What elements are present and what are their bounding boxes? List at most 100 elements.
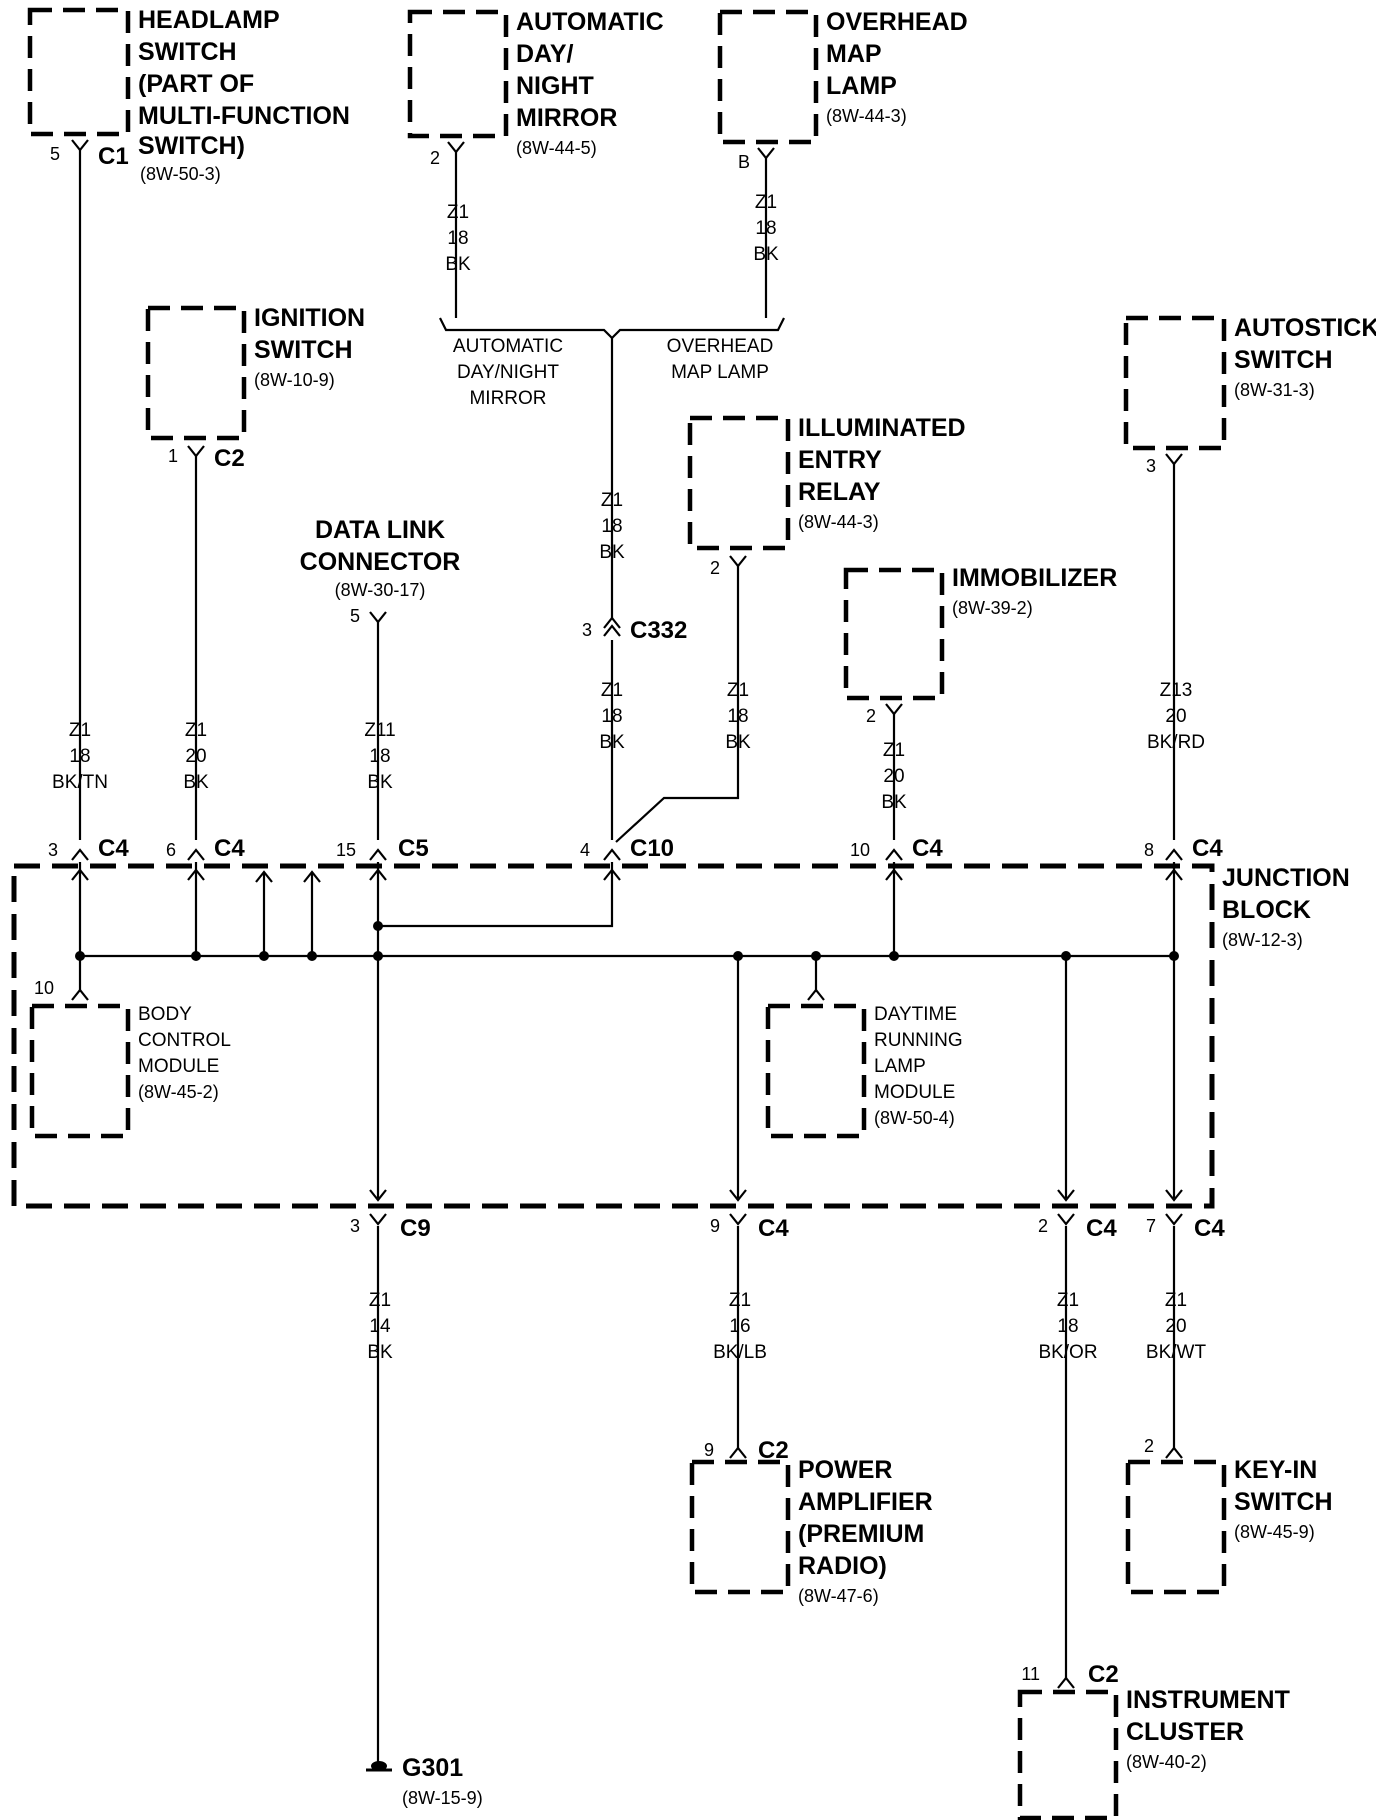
svg-text:3: 3 [582,620,592,640]
svg-text:2: 2 [710,558,720,578]
svg-text:10: 10 [850,840,870,860]
daytime-running-lamp-module-label: DAYTIME RUNNING LAMP MODULE (8W-50-4) [874,1004,963,1128]
svg-text:8: 8 [1144,840,1154,860]
svg-text:MAP LAMP: MAP LAMP [671,362,769,383]
svg-text:C4: C4 [1192,835,1223,862]
svg-text:16: 16 [729,1316,750,1337]
svg-text:(8W-30-17): (8W-30-17) [335,580,426,600]
svg-text:AUTOSTICK: AUTOSTICK [1234,314,1376,342]
svg-text:C5: C5 [398,835,429,862]
svg-text:BK/RD: BK/RD [1147,732,1205,753]
svg-text:SWITCH): SWITCH) [138,132,245,160]
auto-day-night-mirror-label: AUTOMATIC DAY/ NIGHT MIRROR (8W-44-5) [516,8,664,158]
headlamp-switch-box [27,7,131,137]
svg-text:(8W-45-9): (8W-45-9) [1234,1522,1315,1542]
svg-text:JUNCTION: JUNCTION [1222,864,1350,892]
instrument-cluster-label: INSTRUMENT CLUSTER (8W-40-2) [1126,1686,1290,1772]
svg-text:9: 9 [704,1440,714,1460]
immobilizer-label: IMMOBILIZER (8W-39-2) [952,564,1117,618]
wire-label-mirror: Z1 18 BK [445,202,471,275]
svg-text:BK: BK [725,732,751,753]
svg-text:IMMOBILIZER: IMMOBILIZER [952,564,1117,592]
svg-text:G301: G301 [402,1754,463,1782]
svg-text:Z1: Z1 [601,680,623,701]
daytime-running-lamp-module-box [765,1003,867,1139]
svg-text:20: 20 [185,746,206,767]
autostick-switch-box [1123,315,1227,451]
svg-text:Z11: Z11 [364,720,395,741]
wire-label-c332-top: Z1 18 BK [599,490,625,563]
svg-text:RUNNING: RUNNING [874,1030,963,1051]
svg-text:(8W-15-9): (8W-15-9) [402,1788,483,1808]
svg-text:INSTRUMENT: INSTRUMENT [1126,1686,1290,1714]
svg-text:(8W-45-2): (8W-45-2) [138,1082,219,1102]
svg-text:BK: BK [599,732,625,753]
svg-text:AUTOMATIC: AUTOMATIC [453,336,563,357]
ground-g301-label: G301 (8W-15-9) [402,1754,483,1808]
svg-text:C2: C2 [758,1437,789,1464]
svg-text:MODULE: MODULE [138,1056,219,1077]
svg-text:RADIO): RADIO) [798,1552,887,1580]
svg-text:BK/TN: BK/TN [52,772,108,793]
splice-label-map: OVERHEAD MAP LAMP [667,336,774,383]
svg-text:C4: C4 [1086,1215,1117,1242]
svg-text:BK/WT: BK/WT [1146,1342,1207,1363]
svg-text:C4: C4 [1194,1215,1225,1242]
wire-label-amp: Z1 16 BK/LB [713,1290,767,1363]
power-amplifier-label: POWER AMPLIFIER (PREMIUM RADIO) (8W-47-6… [798,1456,933,1606]
svg-text:BK: BK [445,254,471,275]
autostick-switch-label: AUTOSTICK SWITCH (8W-31-3) [1234,314,1376,400]
svg-text:BK: BK [753,244,779,265]
svg-text:SWITCH: SWITCH [254,336,353,364]
svg-text:7: 7 [1146,1216,1156,1236]
body-control-module-box [29,1003,131,1139]
svg-text:18: 18 [447,228,468,249]
svg-text:OVERHEAD: OVERHEAD [826,8,968,36]
svg-text:ILLUMINATED: ILLUMINATED [798,414,966,442]
wire-label-ignition: Z1 20 BK [183,720,209,793]
svg-text:18: 18 [1057,1316,1078,1337]
body-control-module-label: BODY CONTROL MODULE (8W-45-2) [138,1004,231,1102]
wire-label-headlamp: Z1 18 BK/TN [52,720,108,793]
svg-text:(PART OF: (PART OF [138,70,254,98]
svg-text:DAYTIME: DAYTIME [874,1004,957,1025]
svg-text:2: 2 [866,706,876,726]
splice-dots [75,921,1179,961]
svg-text:POWER: POWER [798,1456,892,1484]
svg-text:6: 6 [166,840,176,860]
immobilizer-box [843,567,945,701]
svg-text:(8W-44-3): (8W-44-3) [826,106,907,126]
svg-text:20: 20 [1165,1316,1186,1337]
svg-text:LAMP: LAMP [826,72,897,100]
svg-text:(8W-47-6): (8W-47-6) [798,1586,879,1606]
svg-text:5: 5 [50,144,60,164]
svg-text:BLOCK: BLOCK [1222,896,1311,924]
svg-text:MIRROR: MIRROR [469,388,546,409]
instrument-cluster-box [1017,1689,1119,1820]
connector-symbols [71,139,1183,1689]
svg-text:(8W-39-2): (8W-39-2) [952,598,1033,618]
svg-text:BK: BK [183,772,209,793]
svg-text:C4: C4 [912,835,943,862]
svg-text:LAMP: LAMP [874,1056,926,1077]
svg-text:AUTOMATIC: AUTOMATIC [516,8,664,36]
data-link-connector-label: DATA LINK CONNECTOR (8W-30-17) [300,516,461,600]
svg-text:Z13: Z13 [1160,680,1193,701]
svg-text:Z1: Z1 [755,192,777,213]
svg-text:BK: BK [367,1342,393,1363]
svg-text:DAY/: DAY/ [516,40,573,68]
svg-text:1: 1 [168,446,178,466]
svg-text:Z1: Z1 [1165,1290,1187,1311]
svg-text:2: 2 [430,148,440,168]
ignition-switch-label: IGNITION SWITCH (8W-10-9) [254,304,365,390]
svg-text:BK: BK [367,772,393,793]
wire-label-cluster: Z1 18 BK/OR [1038,1290,1097,1363]
junction-block-box [11,863,1215,1209]
svg-text:BK/LB: BK/LB [713,1342,767,1363]
svg-text:3: 3 [350,1216,360,1236]
svg-text:18: 18 [69,746,90,767]
auto-day-night-mirror-box [407,9,509,139]
illuminated-entry-relay-box [687,415,791,551]
svg-text:(PREMIUM: (PREMIUM [798,1520,924,1548]
